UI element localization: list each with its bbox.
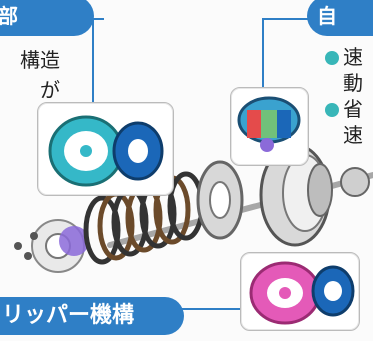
inset-panel-top-right	[230, 87, 309, 166]
connector-line	[178, 308, 240, 310]
left-description-line: 構造	[20, 48, 60, 72]
connector-line	[92, 18, 94, 102]
blue-hub-part-icon	[311, 265, 355, 317]
right-description-line: 速	[343, 123, 363, 147]
bullet-dot-icon	[325, 103, 339, 117]
cutaway-assembly-icon	[237, 96, 301, 152]
teal-ring-part-icon	[48, 115, 124, 187]
left-description: 構造 が	[0, 45, 64, 105]
right-description-item: 省	[325, 96, 373, 122]
inset-parts-illustration	[48, 115, 164, 187]
left-assembly	[14, 219, 89, 273]
connector-line	[92, 18, 104, 20]
connector-line	[262, 18, 264, 88]
section-label-top-right-text: 自	[317, 4, 337, 28]
clutch-basket	[259, 143, 333, 247]
right-description-line: 省	[343, 97, 363, 121]
pressure-plate	[196, 160, 244, 240]
inset-panel-bottom-right	[240, 252, 360, 331]
inset-parts-illustration	[249, 261, 355, 325]
section-label-top-right: 自	[307, 0, 373, 36]
blue-hub-part-icon	[112, 121, 164, 181]
right-description-item: 速	[325, 44, 373, 70]
inset-cutaway-illustration	[237, 96, 301, 152]
connector-line	[262, 18, 314, 20]
bullet-dot-icon	[325, 51, 339, 65]
left-description-line: が	[40, 78, 60, 102]
gear	[340, 167, 370, 197]
section-label-bottom: リッパー機構	[0, 297, 184, 335]
pink-plate-part-icon	[249, 261, 321, 325]
section-label-top-left: 部	[0, 0, 94, 36]
right-description: 速 動 省 速	[325, 44, 373, 148]
right-description-line: 動	[343, 71, 363, 95]
section-label-bottom-text: リッパー機構	[2, 303, 135, 328]
section-label-top-left-text: 部	[0, 4, 18, 28]
right-description-line: 速	[343, 45, 363, 69]
inset-panel-top-left	[37, 102, 174, 196]
